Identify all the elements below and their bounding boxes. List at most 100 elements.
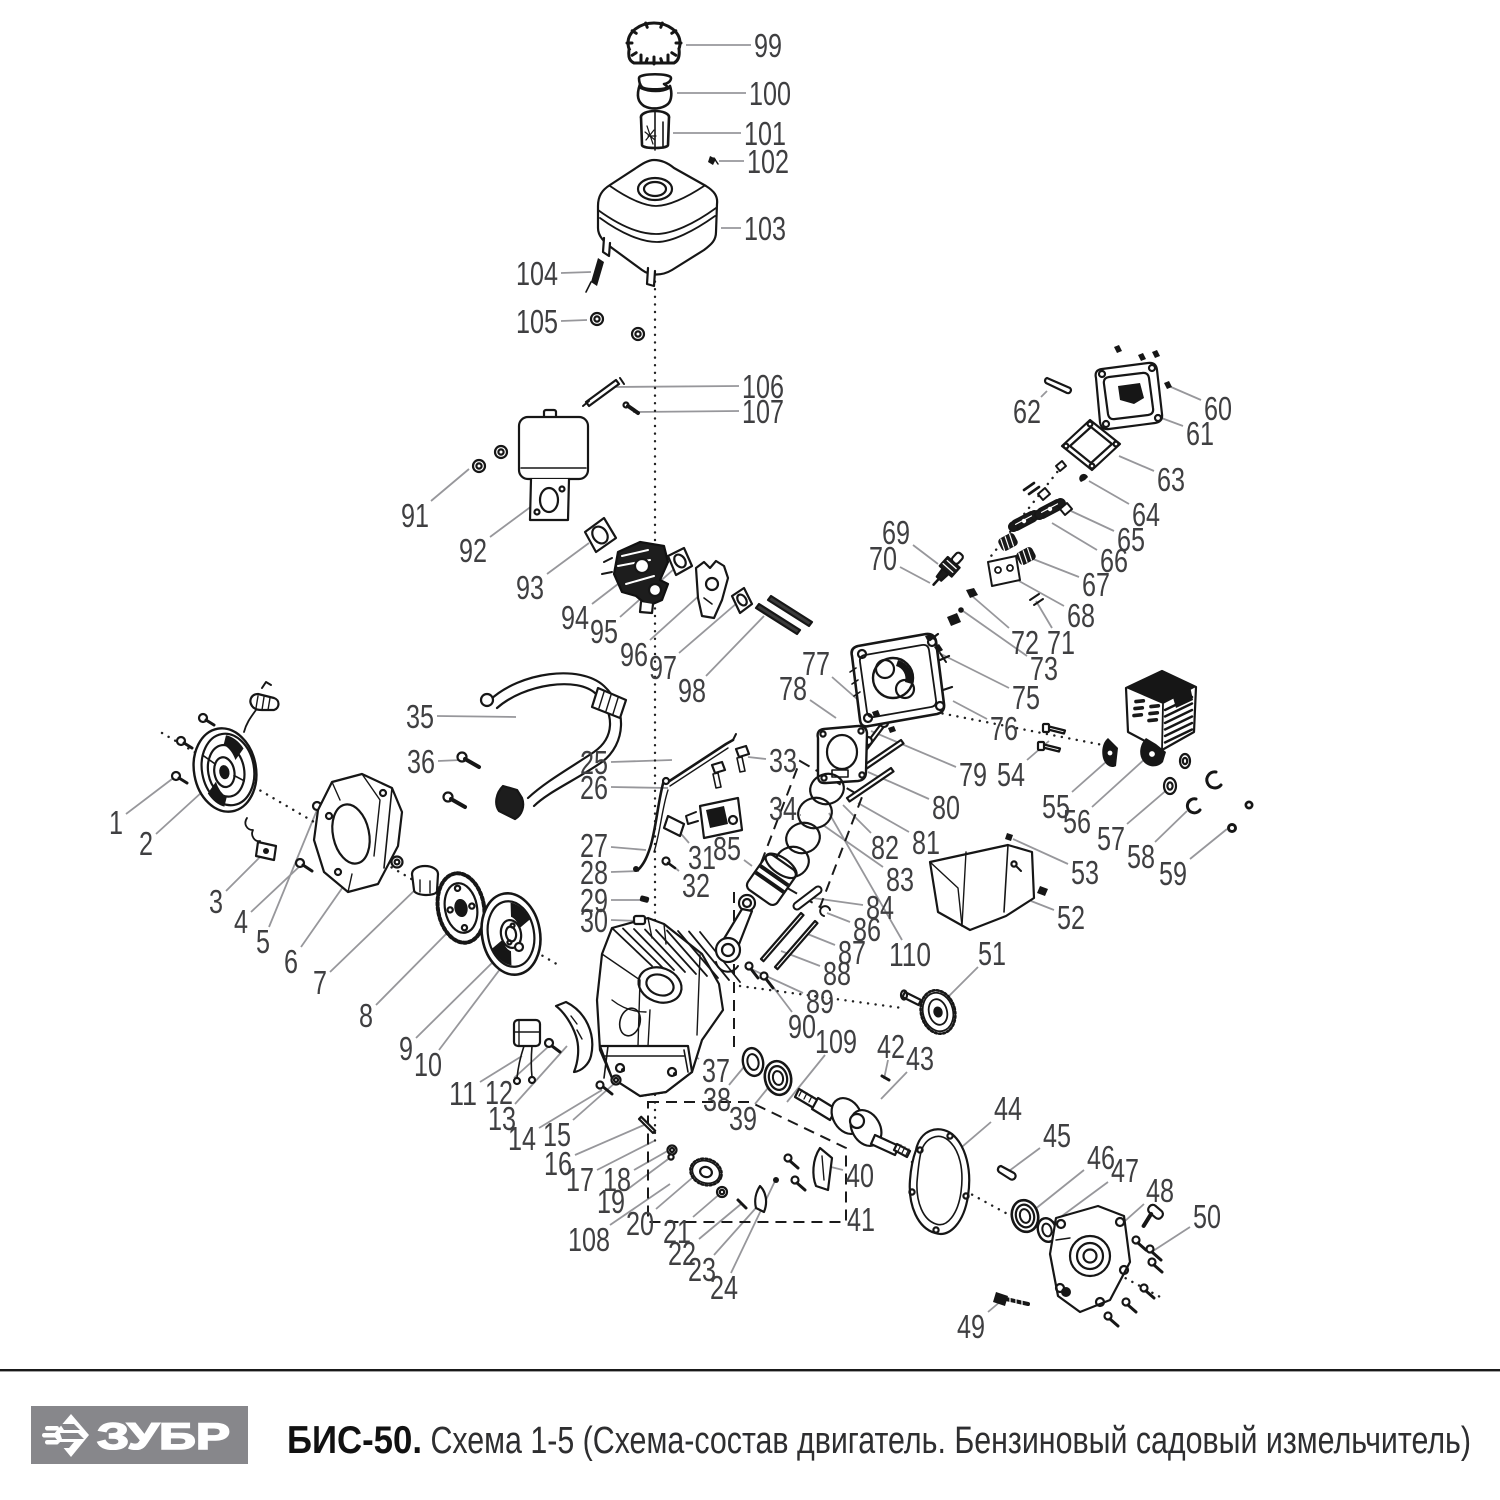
svg-text:73: 73 bbox=[1030, 650, 1058, 687]
svg-text:62: 62 bbox=[1013, 393, 1041, 430]
svg-text:4: 4 bbox=[234, 903, 248, 940]
svg-text:28: 28 bbox=[580, 854, 608, 891]
svg-text:91: 91 bbox=[401, 497, 429, 534]
svg-text:69: 69 bbox=[882, 514, 910, 551]
svg-text:109: 109 bbox=[815, 1023, 857, 1060]
svg-text:17: 17 bbox=[566, 1161, 594, 1198]
svg-text:80: 80 bbox=[932, 789, 960, 826]
svg-text:3: 3 bbox=[209, 883, 223, 920]
svg-text:104: 104 bbox=[516, 255, 558, 292]
svg-text:72: 72 bbox=[1011, 624, 1039, 661]
svg-text:32: 32 bbox=[682, 867, 710, 904]
svg-text:7: 7 bbox=[313, 964, 327, 1001]
svg-text:45: 45 bbox=[1043, 1117, 1071, 1154]
svg-text:77: 77 bbox=[802, 645, 830, 682]
svg-text:58: 58 bbox=[1127, 838, 1155, 875]
svg-text:63: 63 bbox=[1157, 461, 1185, 498]
svg-text:86: 86 bbox=[853, 911, 881, 948]
svg-text:95: 95 bbox=[590, 613, 618, 650]
svg-text:100: 100 bbox=[749, 75, 791, 112]
svg-text:21: 21 bbox=[663, 1213, 691, 1250]
svg-text:67: 67 bbox=[1082, 566, 1110, 603]
svg-text:50: 50 bbox=[1193, 1198, 1221, 1235]
svg-text:60: 60 bbox=[1204, 390, 1232, 427]
svg-text:87: 87 bbox=[838, 934, 866, 971]
svg-text:33: 33 bbox=[769, 742, 797, 779]
svg-text:49: 49 bbox=[957, 1308, 985, 1345]
svg-text:14: 14 bbox=[508, 1120, 536, 1157]
svg-text:18: 18 bbox=[603, 1161, 631, 1198]
svg-text:47: 47 bbox=[1111, 1152, 1139, 1189]
svg-text:9: 9 bbox=[399, 1030, 413, 1067]
svg-text:5: 5 bbox=[256, 923, 270, 960]
svg-text:94: 94 bbox=[561, 599, 589, 636]
svg-text:23: 23 bbox=[688, 1251, 716, 1288]
svg-text:110: 110 bbox=[889, 936, 931, 973]
svg-text:71: 71 bbox=[1047, 624, 1075, 661]
svg-text:65: 65 bbox=[1117, 521, 1145, 558]
svg-text:88: 88 bbox=[823, 955, 851, 992]
svg-text:8: 8 bbox=[359, 997, 373, 1034]
svg-text:31: 31 bbox=[688, 839, 716, 876]
svg-text:13: 13 bbox=[488, 1100, 516, 1137]
svg-text:36: 36 bbox=[407, 743, 435, 780]
svg-text:53: 53 bbox=[1071, 854, 1099, 891]
svg-text:106: 106 bbox=[742, 368, 784, 405]
svg-text:15: 15 bbox=[543, 1116, 571, 1153]
svg-text:2: 2 bbox=[139, 825, 153, 862]
svg-text:46: 46 bbox=[1087, 1139, 1115, 1176]
svg-text:96: 96 bbox=[620, 636, 648, 673]
svg-text:81: 81 bbox=[912, 824, 940, 861]
svg-text:64: 64 bbox=[1132, 496, 1160, 533]
svg-text:90: 90 bbox=[788, 1008, 816, 1045]
svg-text:40: 40 bbox=[846, 1157, 874, 1194]
svg-text:11: 11 bbox=[449, 1075, 477, 1112]
svg-text:12: 12 bbox=[485, 1074, 513, 1111]
svg-text:108: 108 bbox=[568, 1221, 610, 1258]
svg-text:66: 66 bbox=[1100, 542, 1128, 579]
svg-text:52: 52 bbox=[1057, 899, 1085, 936]
svg-text:48: 48 bbox=[1146, 1172, 1174, 1209]
svg-text:79: 79 bbox=[959, 756, 987, 793]
svg-text:75: 75 bbox=[1012, 679, 1040, 716]
svg-text:27: 27 bbox=[580, 827, 608, 864]
svg-text:16: 16 bbox=[544, 1145, 572, 1182]
svg-text:22: 22 bbox=[668, 1235, 696, 1272]
svg-text:55: 55 bbox=[1042, 788, 1070, 825]
svg-text:54: 54 bbox=[997, 756, 1025, 793]
svg-text:37: 37 bbox=[702, 1052, 730, 1089]
svg-text:41: 41 bbox=[847, 1201, 875, 1238]
svg-text:51: 51 bbox=[978, 935, 1006, 972]
svg-text:98: 98 bbox=[678, 672, 706, 709]
svg-text:25: 25 bbox=[580, 744, 608, 781]
svg-text:44: 44 bbox=[994, 1090, 1022, 1127]
svg-text:101: 101 bbox=[744, 115, 786, 152]
svg-text:105: 105 bbox=[516, 303, 558, 340]
svg-text:30: 30 bbox=[580, 902, 608, 939]
svg-text:93: 93 bbox=[516, 569, 544, 606]
svg-text:38: 38 bbox=[703, 1081, 731, 1118]
svg-text:29: 29 bbox=[580, 882, 608, 919]
svg-text:68: 68 bbox=[1067, 597, 1095, 634]
svg-text:89: 89 bbox=[806, 983, 834, 1020]
svg-text:97: 97 bbox=[649, 649, 677, 686]
svg-text:76: 76 bbox=[990, 710, 1018, 747]
svg-text:57: 57 bbox=[1097, 820, 1125, 857]
svg-text:6: 6 bbox=[284, 943, 298, 980]
svg-text:26: 26 bbox=[580, 769, 608, 806]
svg-text:102: 102 bbox=[747, 143, 789, 180]
svg-text:85: 85 bbox=[713, 830, 741, 867]
svg-text:92: 92 bbox=[459, 532, 487, 569]
svg-text:43: 43 bbox=[906, 1040, 934, 1077]
svg-text:19: 19 bbox=[597, 1183, 625, 1220]
svg-text:1: 1 bbox=[109, 804, 123, 841]
svg-text:61: 61 bbox=[1186, 415, 1214, 452]
svg-text:78: 78 bbox=[779, 670, 807, 707]
svg-text:ЗУБР: ЗУБР bbox=[97, 1416, 230, 1457]
svg-text:39: 39 bbox=[729, 1100, 757, 1137]
svg-text:24: 24 bbox=[710, 1269, 738, 1306]
svg-text:83: 83 bbox=[886, 861, 914, 898]
svg-text:82: 82 bbox=[871, 829, 899, 866]
svg-text:35: 35 bbox=[406, 698, 434, 735]
svg-text:10: 10 bbox=[414, 1046, 442, 1083]
